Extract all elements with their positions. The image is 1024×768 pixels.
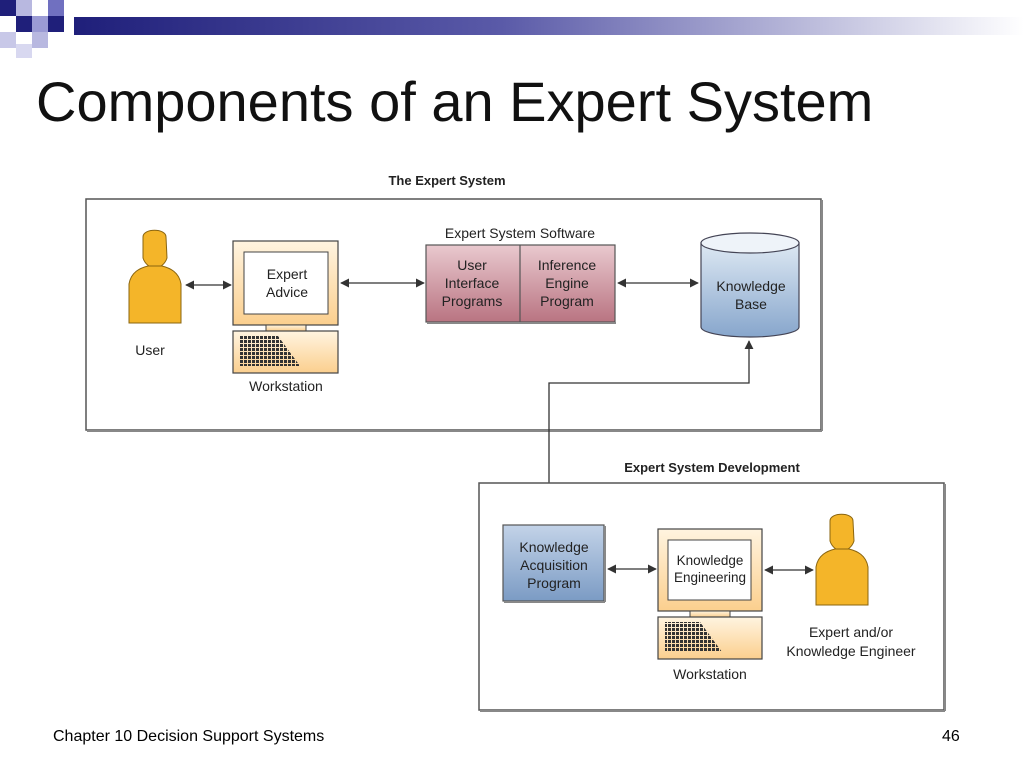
expert-label-line: Expert and/or (809, 624, 893, 640)
software-label: Expert System Software (445, 225, 595, 241)
monitor-text-line: Expert (267, 266, 308, 282)
knowledge-base-database-icon (700, 232, 800, 338)
bottom-panel-label: Expert System Development (624, 460, 800, 475)
kap-line: Acquisition (520, 557, 588, 573)
footer-chapter: Chapter 10 Decision Support Systems (53, 728, 325, 745)
page-number: 46 (942, 728, 960, 745)
ke-monitor-line: Engineering (674, 570, 746, 585)
ui-programs-line: Interface (445, 275, 500, 291)
user-person-icon (128, 229, 182, 324)
kb-line: Base (735, 296, 767, 312)
user-label: User (135, 342, 165, 358)
top-panel-label: The Expert System (388, 173, 505, 188)
inference-line: Program (540, 293, 594, 309)
knowledge-acquisition-program-block (502, 524, 606, 603)
ui-programs-line: Programs (442, 293, 503, 309)
workstation-label-top: Workstation (249, 378, 323, 394)
workstation-top-icon (232, 240, 339, 374)
kap-line: Program (527, 575, 581, 591)
ke-monitor-line: Knowledge (677, 553, 744, 568)
inference-line: Engine (545, 275, 589, 291)
expert-label-line: Knowledge Engineer (786, 643, 916, 659)
kb-line: Knowledge (716, 278, 785, 294)
inference-line: Inference (538, 257, 597, 273)
workstation-bottom-icon (657, 528, 763, 660)
slide-header-decoration (0, 0, 1024, 58)
slide-title: Components of an Expert System (36, 70, 874, 133)
connector-kb-kap (544, 340, 754, 521)
expert-person-icon (815, 513, 869, 606)
ui-programs-line: User (457, 257, 487, 273)
expert-system-software-block (425, 244, 616, 324)
workstation-label-bottom: Workstation (673, 666, 747, 682)
monitor-text-line: Advice (266, 284, 308, 300)
kap-line: Knowledge (519, 539, 588, 555)
